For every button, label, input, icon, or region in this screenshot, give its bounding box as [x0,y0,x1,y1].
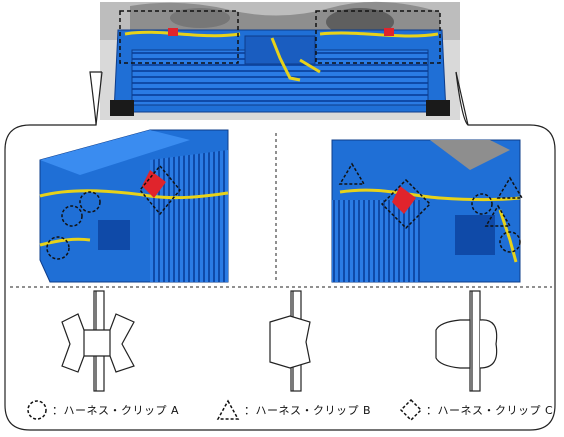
clip-c-drawing [435,290,498,392]
clip-a-drawing [61,290,135,392]
dashed-diamond-icon [400,399,422,421]
legend-clip-a: ：ハーネス・クリップ A [26,396,179,424]
legend-label: ：ハーネス・クリップ A [52,404,180,417]
legend-label: ：ハーネス・クリップ B [244,404,372,417]
detail-right [331,139,524,283]
legend-label: ：ハーネス・クリップ C [426,404,554,417]
zoom-box-right [315,10,441,64]
clip-b-drawing [269,290,311,392]
dashed-circle-icon [27,400,47,420]
legend-clip-c: ：ハーネス・クリップ C [400,396,553,424]
zoom-box-left [119,10,239,64]
detail-left [39,129,229,283]
dashed-triangle-icon [216,399,240,420]
overview-image [100,1,460,120]
legend-clip-b: ：ハーネス・クリップ B [216,396,371,424]
